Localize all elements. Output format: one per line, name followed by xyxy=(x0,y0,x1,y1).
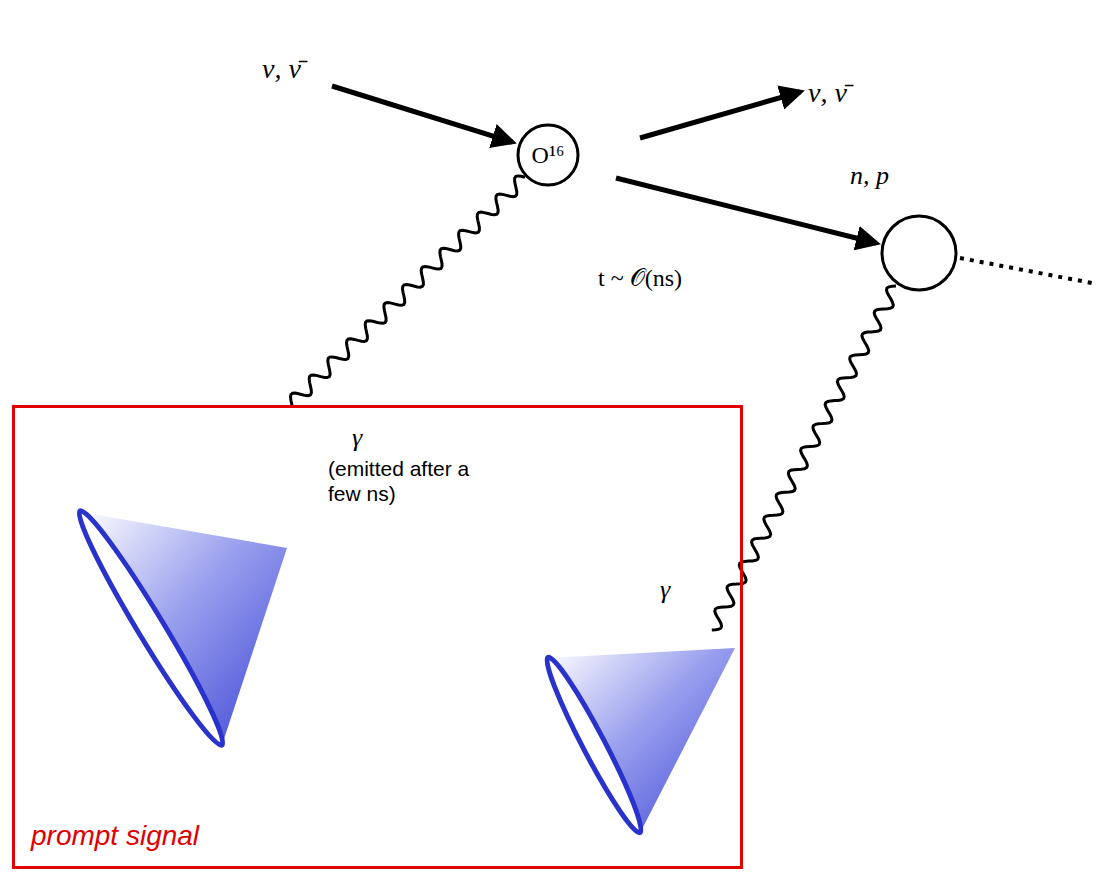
particle-label: n, p xyxy=(850,160,889,191)
incoming-arrow xyxy=(332,86,512,142)
nucleus-circle: O¹⁶ xyxy=(516,123,580,187)
note-text: (emitted after a few ns) xyxy=(328,456,496,506)
dotted-line xyxy=(960,258,1092,283)
photon-label: γ xyxy=(352,422,362,453)
nucleus-circle xyxy=(882,216,956,290)
photon-wave xyxy=(712,286,896,630)
box-title: prompt signal xyxy=(31,820,199,852)
circle-shape xyxy=(518,125,578,185)
outgoing-arrow xyxy=(640,92,800,138)
cone-rim xyxy=(538,652,650,838)
cone-rim xyxy=(69,504,233,752)
cherenkov-cone xyxy=(548,648,735,833)
nucleon-arrow xyxy=(616,178,876,243)
photon-label: γ xyxy=(660,574,670,605)
particle-label: ν, ν̄ xyxy=(808,76,847,110)
nucleus-label: O¹⁶ xyxy=(532,142,565,169)
particle-label: ν, ν̄ xyxy=(262,52,301,86)
time-label: t ~ 𝒪(ns) xyxy=(598,264,682,293)
photon-wave xyxy=(291,176,526,408)
